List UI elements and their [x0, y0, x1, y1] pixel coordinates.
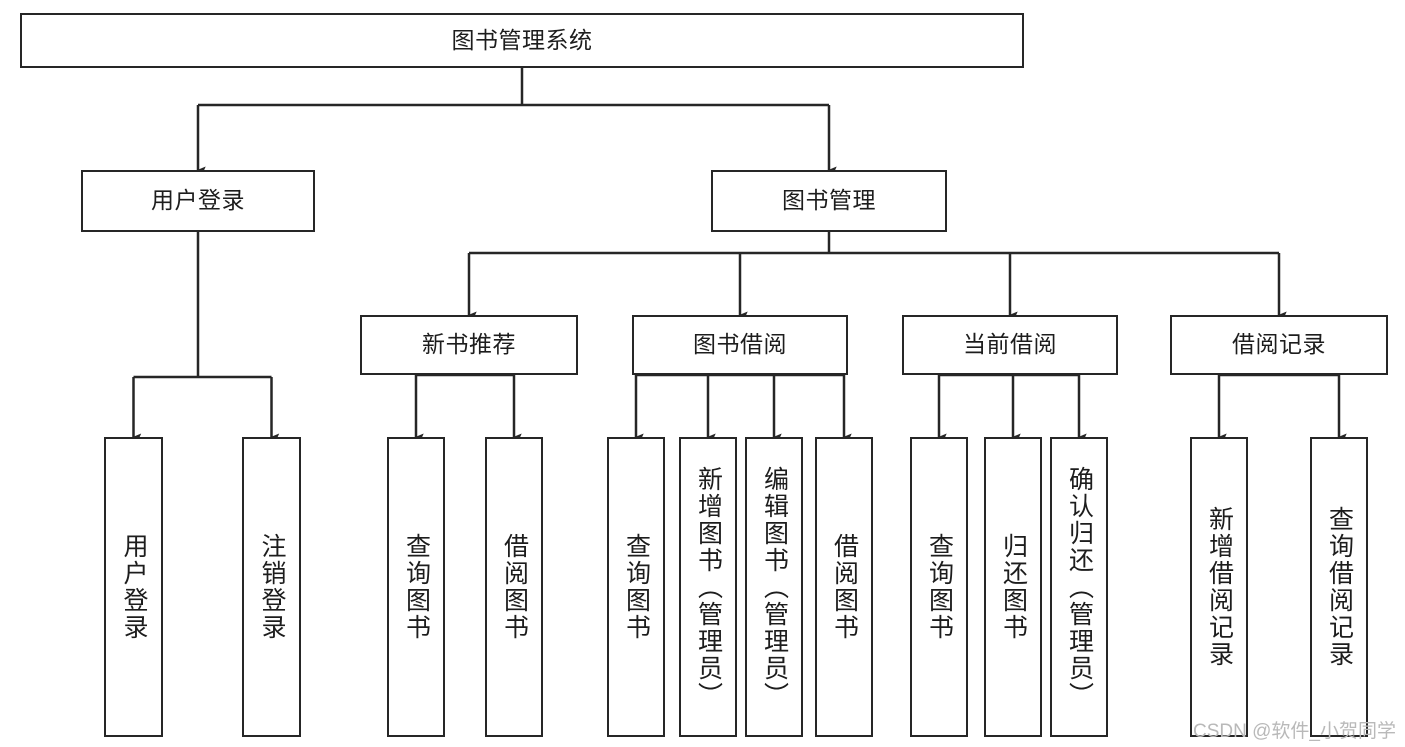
node-label: 编辑图书（管理员）	[760, 465, 789, 709]
csdn-watermark: CSDN @软件_小贺同学	[1193, 721, 1396, 742]
node-label: 借阅图书	[500, 533, 529, 641]
node-book-borrow[interactable]: 图书借阅	[632, 315, 848, 375]
node-book-manage[interactable]: 图书管理	[711, 170, 947, 232]
node-leaf-add-record[interactable]: 新增借阅记录	[1190, 437, 1248, 737]
node-leaf-confirm-return[interactable]: 确认归还（管理员）	[1050, 437, 1108, 737]
node-label: 归还图书	[999, 533, 1028, 641]
node-current-borrow[interactable]: 当前借阅	[902, 315, 1118, 375]
node-leaf-add-book[interactable]: 新增图书（管理员）	[679, 437, 737, 737]
node-leaf-query-record[interactable]: 查询借阅记录	[1310, 437, 1368, 737]
node-root[interactable]: 图书管理系统	[20, 13, 1024, 68]
node-leaf-borrow-book-2[interactable]: 借阅图书	[815, 437, 873, 737]
node-label: 新书推荐	[422, 331, 516, 358]
node-label: 图书管理	[782, 187, 876, 214]
node-leaf-borrow-book-1[interactable]: 借阅图书	[485, 437, 543, 737]
node-new-book-rec[interactable]: 新书推荐	[360, 315, 578, 375]
node-label: 用户登录	[120, 533, 148, 641]
node-label: 图书管理系统	[451, 26, 593, 53]
node-label: 借阅图书	[830, 533, 859, 641]
node-label: 新增借阅记录	[1205, 506, 1234, 668]
node-leaf-query-book-3[interactable]: 查询图书	[910, 437, 968, 737]
node-label: 用户登录	[151, 187, 245, 214]
node-label: 查询图书	[622, 533, 651, 641]
node-leaf-query-book-1[interactable]: 查询图书	[387, 437, 445, 737]
node-label: 查询图书	[925, 533, 954, 641]
node-label: 确认归还（管理员）	[1065, 465, 1094, 709]
node-leaf-edit-book[interactable]: 编辑图书（管理员）	[745, 437, 803, 737]
node-user-login[interactable]: 用户登录	[81, 170, 315, 232]
node-label: 图书借阅	[693, 331, 787, 358]
node-leaf-return-book[interactable]: 归还图书	[984, 437, 1042, 737]
node-label: 查询图书	[402, 533, 431, 641]
node-label: 借阅记录	[1232, 331, 1326, 358]
node-label: 查询借阅记录	[1325, 506, 1354, 668]
node-label: 新增图书（管理员）	[694, 465, 723, 709]
node-label: 注销登录	[258, 533, 286, 641]
node-label: 当前借阅	[963, 331, 1057, 358]
node-borrow-record[interactable]: 借阅记录	[1170, 315, 1388, 375]
node-leaf-query-book-2[interactable]: 查询图书	[607, 437, 665, 737]
node-leaf-logout[interactable]: 注销登录	[242, 437, 301, 737]
node-leaf-user-login[interactable]: 用户登录	[104, 437, 163, 737]
